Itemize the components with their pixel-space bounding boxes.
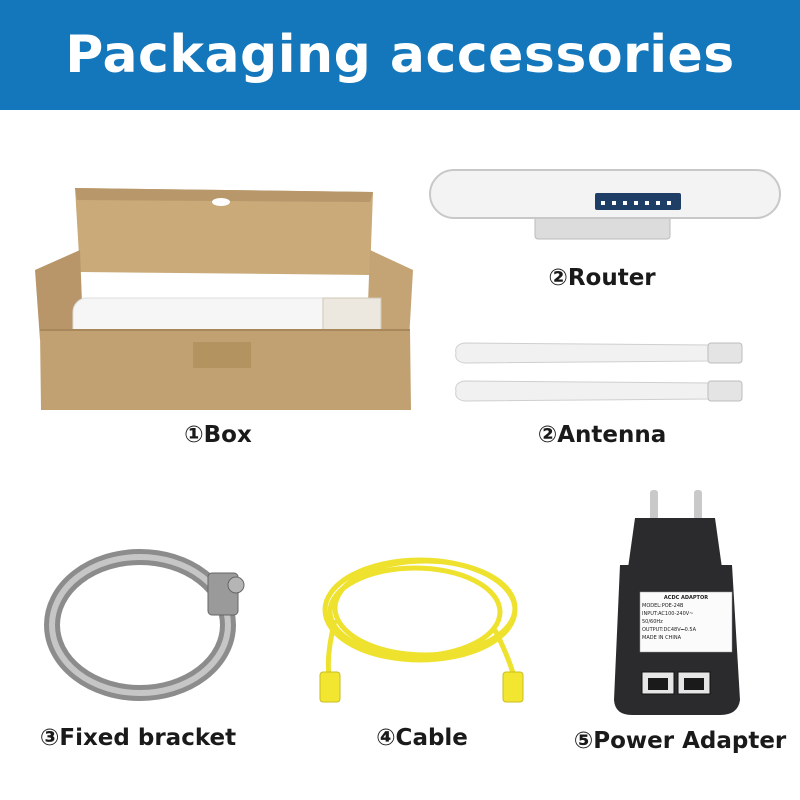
sticker-line: 50/60Hz: [642, 619, 663, 625]
sticker-line: MODEL:POE-24B: [642, 603, 684, 609]
cable-image: [319, 557, 524, 703]
adapter-image: [614, 490, 740, 715]
sticker-line: ACDC ADAPTOR: [663, 595, 709, 601]
page-title: Packaging accessories: [65, 25, 735, 85]
adapter-label: ⑤Power Adapter: [573, 728, 787, 754]
antenna-label: ②Antenna: [537, 422, 667, 448]
sticker-line: INPUT:AC100-240V~: [642, 611, 694, 617]
sticker-line: OUTPUT:DC48V⎓0.5A: [642, 627, 696, 633]
router-label: ②Router: [548, 265, 656, 291]
box-label: ①Box: [184, 422, 252, 448]
router-image: [429, 169, 781, 240]
box-image: [35, 188, 413, 410]
antenna-image: [455, 342, 743, 402]
adapter-sticker: ACDC ADAPTOR MODEL:POE-24B INPUT:AC100-2…: [642, 594, 730, 650]
cable-label: ④Cable: [376, 725, 468, 751]
sticker-line: MADE IN CHINA: [642, 635, 682, 641]
header-banner: Packaging accessories: [0, 0, 800, 110]
bracket-label: ③Fixed bracket: [39, 725, 237, 751]
bracket-image: [44, 549, 245, 701]
